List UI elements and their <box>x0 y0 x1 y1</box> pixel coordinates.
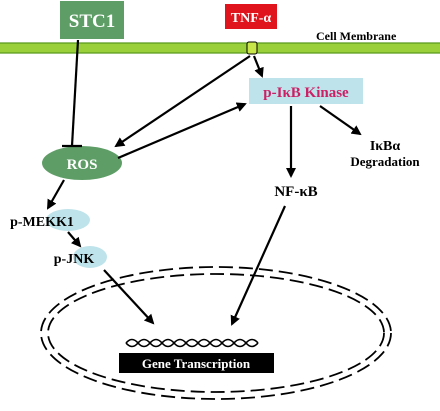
nucleus <box>40 266 392 400</box>
ikba-label: IκBα <box>370 139 401 154</box>
tnf-alpha-box <box>225 4 277 29</box>
membrane-band <box>0 43 440 53</box>
mekk1-ellipse <box>46 209 90 231</box>
gene-transcription-node: Gene Transcription <box>119 353 274 373</box>
cell-membrane: Cell Membrane <box>0 29 440 54</box>
degradation-label: Degradation <box>350 154 420 169</box>
ikb-kinase-to-ikba-arrow <box>319 105 362 136</box>
jnk-label: p-JNK <box>54 252 95 267</box>
ikb-kinase-node: p-IκB Kinase <box>249 78 363 104</box>
nucleus-outer <box>40 266 392 400</box>
jnk-to-gene-arrow <box>103 269 155 325</box>
pathway-edges <box>47 39 362 326</box>
membrane-label: Cell Membrane <box>316 29 397 43</box>
tnf-alpha-label: TNF-α <box>231 11 272 26</box>
ros-label: ROS <box>67 157 98 173</box>
ikb-kinase-box <box>249 78 363 104</box>
nfkb-to-gene-arrow <box>230 205 287 326</box>
ros-node: ROS <box>42 146 122 180</box>
dna-strand-1 <box>125 338 259 348</box>
ros-ellipse <box>42 146 122 180</box>
ros-to-ikb-kinase-arrow <box>117 102 247 160</box>
stc1-inhibits-ros <box>70 39 80 147</box>
stc1-box <box>60 1 124 39</box>
ikb-kinase-label: p-IκB Kinase <box>263 85 349 101</box>
mekk1-to-jnk-arrow <box>67 231 82 248</box>
gene-transcription-box <box>119 353 274 373</box>
dna-helix-icon <box>125 338 259 348</box>
nucleus-inner <box>47 273 385 393</box>
gene-transcription-label: Gene Transcription <box>142 356 251 371</box>
mekk1-label: p-MEKK1 <box>10 215 74 230</box>
tnf-receptor <box>246 41 258 55</box>
jnk-node: p-JNK <box>54 246 107 268</box>
ikba-degradation-node: IκBα Degradation <box>350 139 420 169</box>
tnf-to-ikb-kinase-arrow <box>252 55 264 78</box>
mekk1-node: p-MEKK1 <box>10 209 90 231</box>
tnf-to-ros-arrow <box>114 55 251 148</box>
stc1-node: STC1 <box>60 1 124 39</box>
dna-strand-2 <box>125 338 259 348</box>
nfkb-label: NF-κB <box>274 184 317 200</box>
jnk-ellipse <box>73 246 107 268</box>
stc1-label: STC1 <box>69 11 115 32</box>
ros-to-mekk1-arrow <box>47 179 65 210</box>
tnf-alpha-node: TNF-α <box>225 4 277 29</box>
